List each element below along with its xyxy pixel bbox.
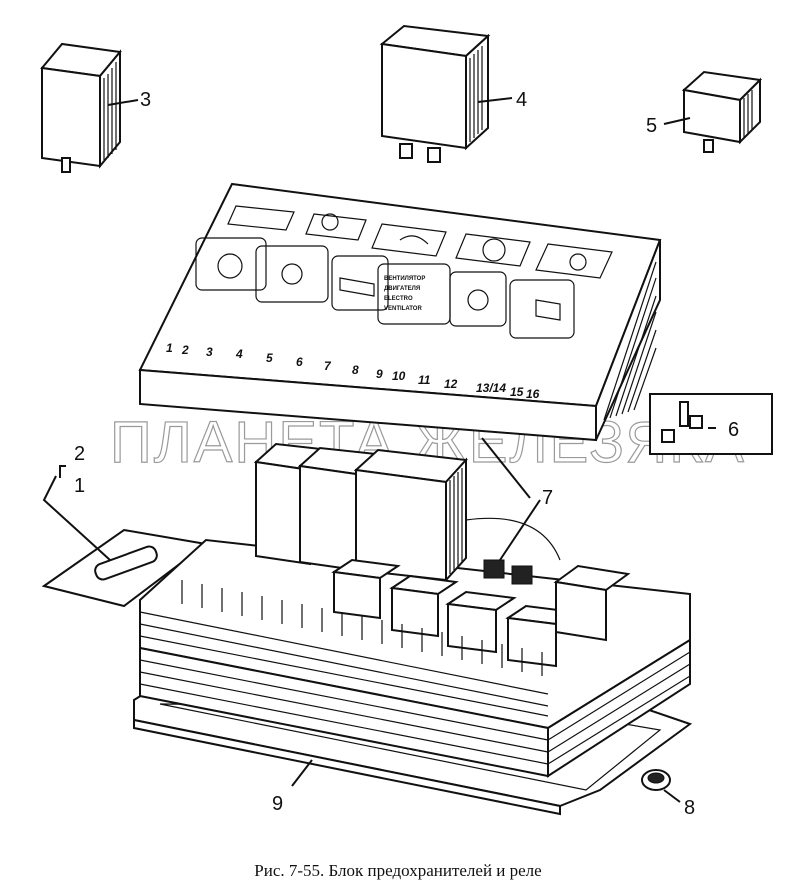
cover-num-3: 3 bbox=[206, 345, 213, 359]
spare-fuse-box-6 bbox=[649, 393, 773, 455]
callout-5: 5 bbox=[646, 115, 657, 137]
fuse-row bbox=[181, 580, 543, 676]
relay-5 bbox=[663, 70, 763, 153]
cover-num-12: 12 bbox=[444, 377, 458, 391]
grommet-8 bbox=[641, 769, 681, 803]
cover-num-6: 6 bbox=[296, 355, 303, 369]
plate-line-1: ВЕНТИЛЯТОР bbox=[384, 276, 425, 282]
callout-1: 1 bbox=[74, 475, 85, 497]
cover-num-8: 8 bbox=[352, 363, 359, 377]
callout-3: 3 bbox=[140, 89, 151, 111]
cover-num-15: 15 bbox=[510, 385, 524, 399]
cover-lid bbox=[138, 182, 662, 442]
leader-7 bbox=[481, 437, 541, 561]
cover-num-13-14: 13/14 bbox=[476, 381, 506, 395]
relay-3 bbox=[40, 42, 139, 173]
cover-num-9: 9 bbox=[376, 367, 383, 381]
cover-num-7: 7 bbox=[324, 359, 332, 373]
cover-num-11: 11 bbox=[418, 373, 431, 387]
callout-4: 4 bbox=[516, 89, 527, 111]
cover-num-10: 10 bbox=[392, 369, 406, 383]
cover-plate-text: ВЕНТИЛЯТОР ДВИГАТЕЛЯ ELECTRO VENTILATOR bbox=[384, 276, 425, 312]
cover-num-4: 4 bbox=[235, 347, 243, 361]
relay-4 bbox=[379, 24, 513, 163]
cover-num-1: 1 bbox=[166, 341, 173, 355]
leader-9 bbox=[291, 759, 313, 787]
callout-8: 8 bbox=[684, 797, 695, 819]
cover-num-2: 2 bbox=[181, 343, 189, 357]
callout-7: 7 bbox=[542, 487, 553, 509]
plate-line-2: ДВИГАТЕЛЯ bbox=[384, 286, 420, 292]
callout-6: 6 bbox=[728, 419, 739, 441]
plate-line-4: VENTILATOR bbox=[384, 306, 422, 312]
callout-9: 9 bbox=[272, 793, 283, 815]
figure-caption: Рис. 7-55. Блок предохранителей и реле bbox=[254, 861, 541, 880]
block-relays bbox=[253, 442, 631, 668]
cover-num-16: 16 bbox=[526, 387, 540, 401]
fuse-card bbox=[41, 465, 209, 608]
cover-num-5: 5 bbox=[266, 351, 273, 365]
plate-line-3: ELECTRO bbox=[384, 296, 413, 302]
cover-number-row: 1 2 3 4 5 6 7 8 9 10 11 12 13/14 15 16 bbox=[166, 341, 540, 401]
callout-2: 2 bbox=[74, 443, 85, 465]
